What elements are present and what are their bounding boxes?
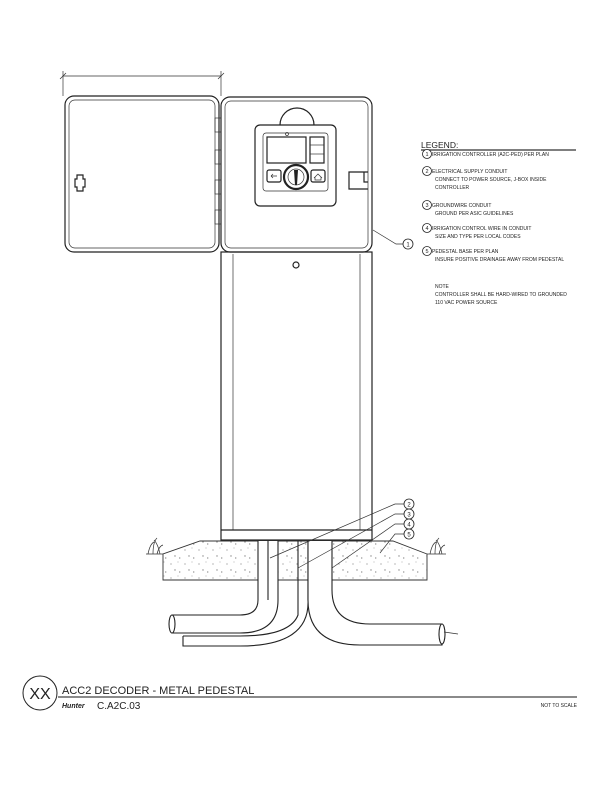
legend-text: INSURE POSITIVE DRAINAGE AWAY FROM PEDES…	[435, 257, 564, 263]
legend-number-circle	[422, 223, 432, 233]
legend-item: 5 PEDESTAL BASE PER PLAN INSURE POSITIVE D…	[422, 246, 564, 263]
legend-number: 2	[425, 169, 428, 175]
button-stack	[309, 136, 325, 164]
lock-bolt-icon	[292, 261, 300, 269]
legend-number: 3	[425, 203, 428, 209]
legend-text: SIZE AND TYPE PER LOCAL CODES	[435, 234, 521, 240]
concrete-base	[146, 537, 446, 581]
detail-id: XX	[29, 686, 51, 703]
legend-item: 3 GROUNDWIRE CONDUIT GROUND PER ASIC GUIDE…	[422, 200, 514, 217]
metal-pedestal	[220, 251, 373, 541]
legend-text: IRRIGATION CONTROL WIRE IN CONDUIT	[432, 226, 531, 232]
legend-text: CONNECT TO POWER SOURCE, J-BOX INSIDE	[435, 177, 547, 183]
legend-number-circle	[422, 246, 432, 256]
grass-icon	[147, 537, 164, 555]
dial-icon	[282, 163, 310, 191]
drawing-number: C.A2C.03	[97, 701, 141, 712]
callout-3: 3	[297, 508, 415, 569]
legend: LEGEND: 1 IRRIGATION CONTROLLER (A2C-PED)…	[421, 140, 576, 306]
home-button-icon	[310, 169, 326, 183]
legend-number: 4	[425, 226, 428, 232]
legend-text: GROUNDWIRE CONDUIT	[432, 203, 491, 209]
legend-number-circle	[422, 149, 432, 159]
detail-title: ACC2 DECODER - METAL PEDESTAL	[62, 685, 254, 697]
legend-text: PEDESTAL BASE PER PLAN	[432, 249, 499, 255]
legend-text: ELECTRICAL SUPPLY CONDUIT	[432, 169, 507, 175]
note-line: CONTROLLER SHALL BE HARD-WIRED TO GROUND…	[435, 292, 567, 298]
legend-item: 1 IRRIGATION CONTROLLER (A2C-PED) PER PLA…	[422, 149, 549, 159]
legend-text: GROUND PER ASIC GUIDELINES	[435, 211, 514, 217]
svg-text:2: 2	[407, 503, 411, 509]
legend-item: 2 ELECTRICAL SUPPLY CONDUIT CONNECT TO POW…	[422, 166, 547, 191]
legend-number: 5	[425, 249, 428, 255]
legend-number: 1	[425, 152, 428, 158]
legend-number-circle	[422, 166, 432, 176]
legend-title: LEGEND:	[421, 140, 458, 150]
svg-text:5: 5	[407, 533, 411, 539]
lcd-screen	[266, 136, 307, 164]
controller-door	[64, 95, 222, 253]
svg-text:1: 1	[406, 243, 410, 249]
callout-5: 5	[379, 528, 415, 554]
grass-icon	[429, 537, 446, 555]
callout-1: 1	[372, 229, 414, 250]
svg-text:4: 4	[407, 523, 411, 529]
hunter-logo: Hunter	[62, 703, 86, 710]
legend-text: CONTROLLER	[435, 185, 470, 191]
door-handle-icon	[74, 174, 86, 192]
legend-number-circle	[422, 200, 432, 210]
note-title: NOTE	[435, 284, 450, 290]
scale-note: NOT TO SCALE	[541, 703, 578, 709]
latch	[348, 171, 368, 190]
control-panel	[254, 124, 337, 207]
controller-cabinet	[220, 96, 373, 253]
back-button-icon	[266, 169, 282, 183]
title-block: XX ACC2 DECODER - METAL PEDESTAL Hunter …	[22, 675, 578, 712]
svg-text:3: 3	[407, 513, 411, 519]
conduits	[168, 541, 459, 647]
legend-item: 4 IRRIGATION CONTROL WIRE IN CONDUIT SIZE …	[422, 223, 531, 240]
callout-4: 4	[331, 518, 415, 569]
note-line: 110 VAC POWER SOURCE	[435, 300, 498, 306]
width-dimension	[59, 71, 225, 96]
legend-text: IRRIGATION CONTROLLER (A2C-PED) PER PLAN	[432, 152, 549, 158]
